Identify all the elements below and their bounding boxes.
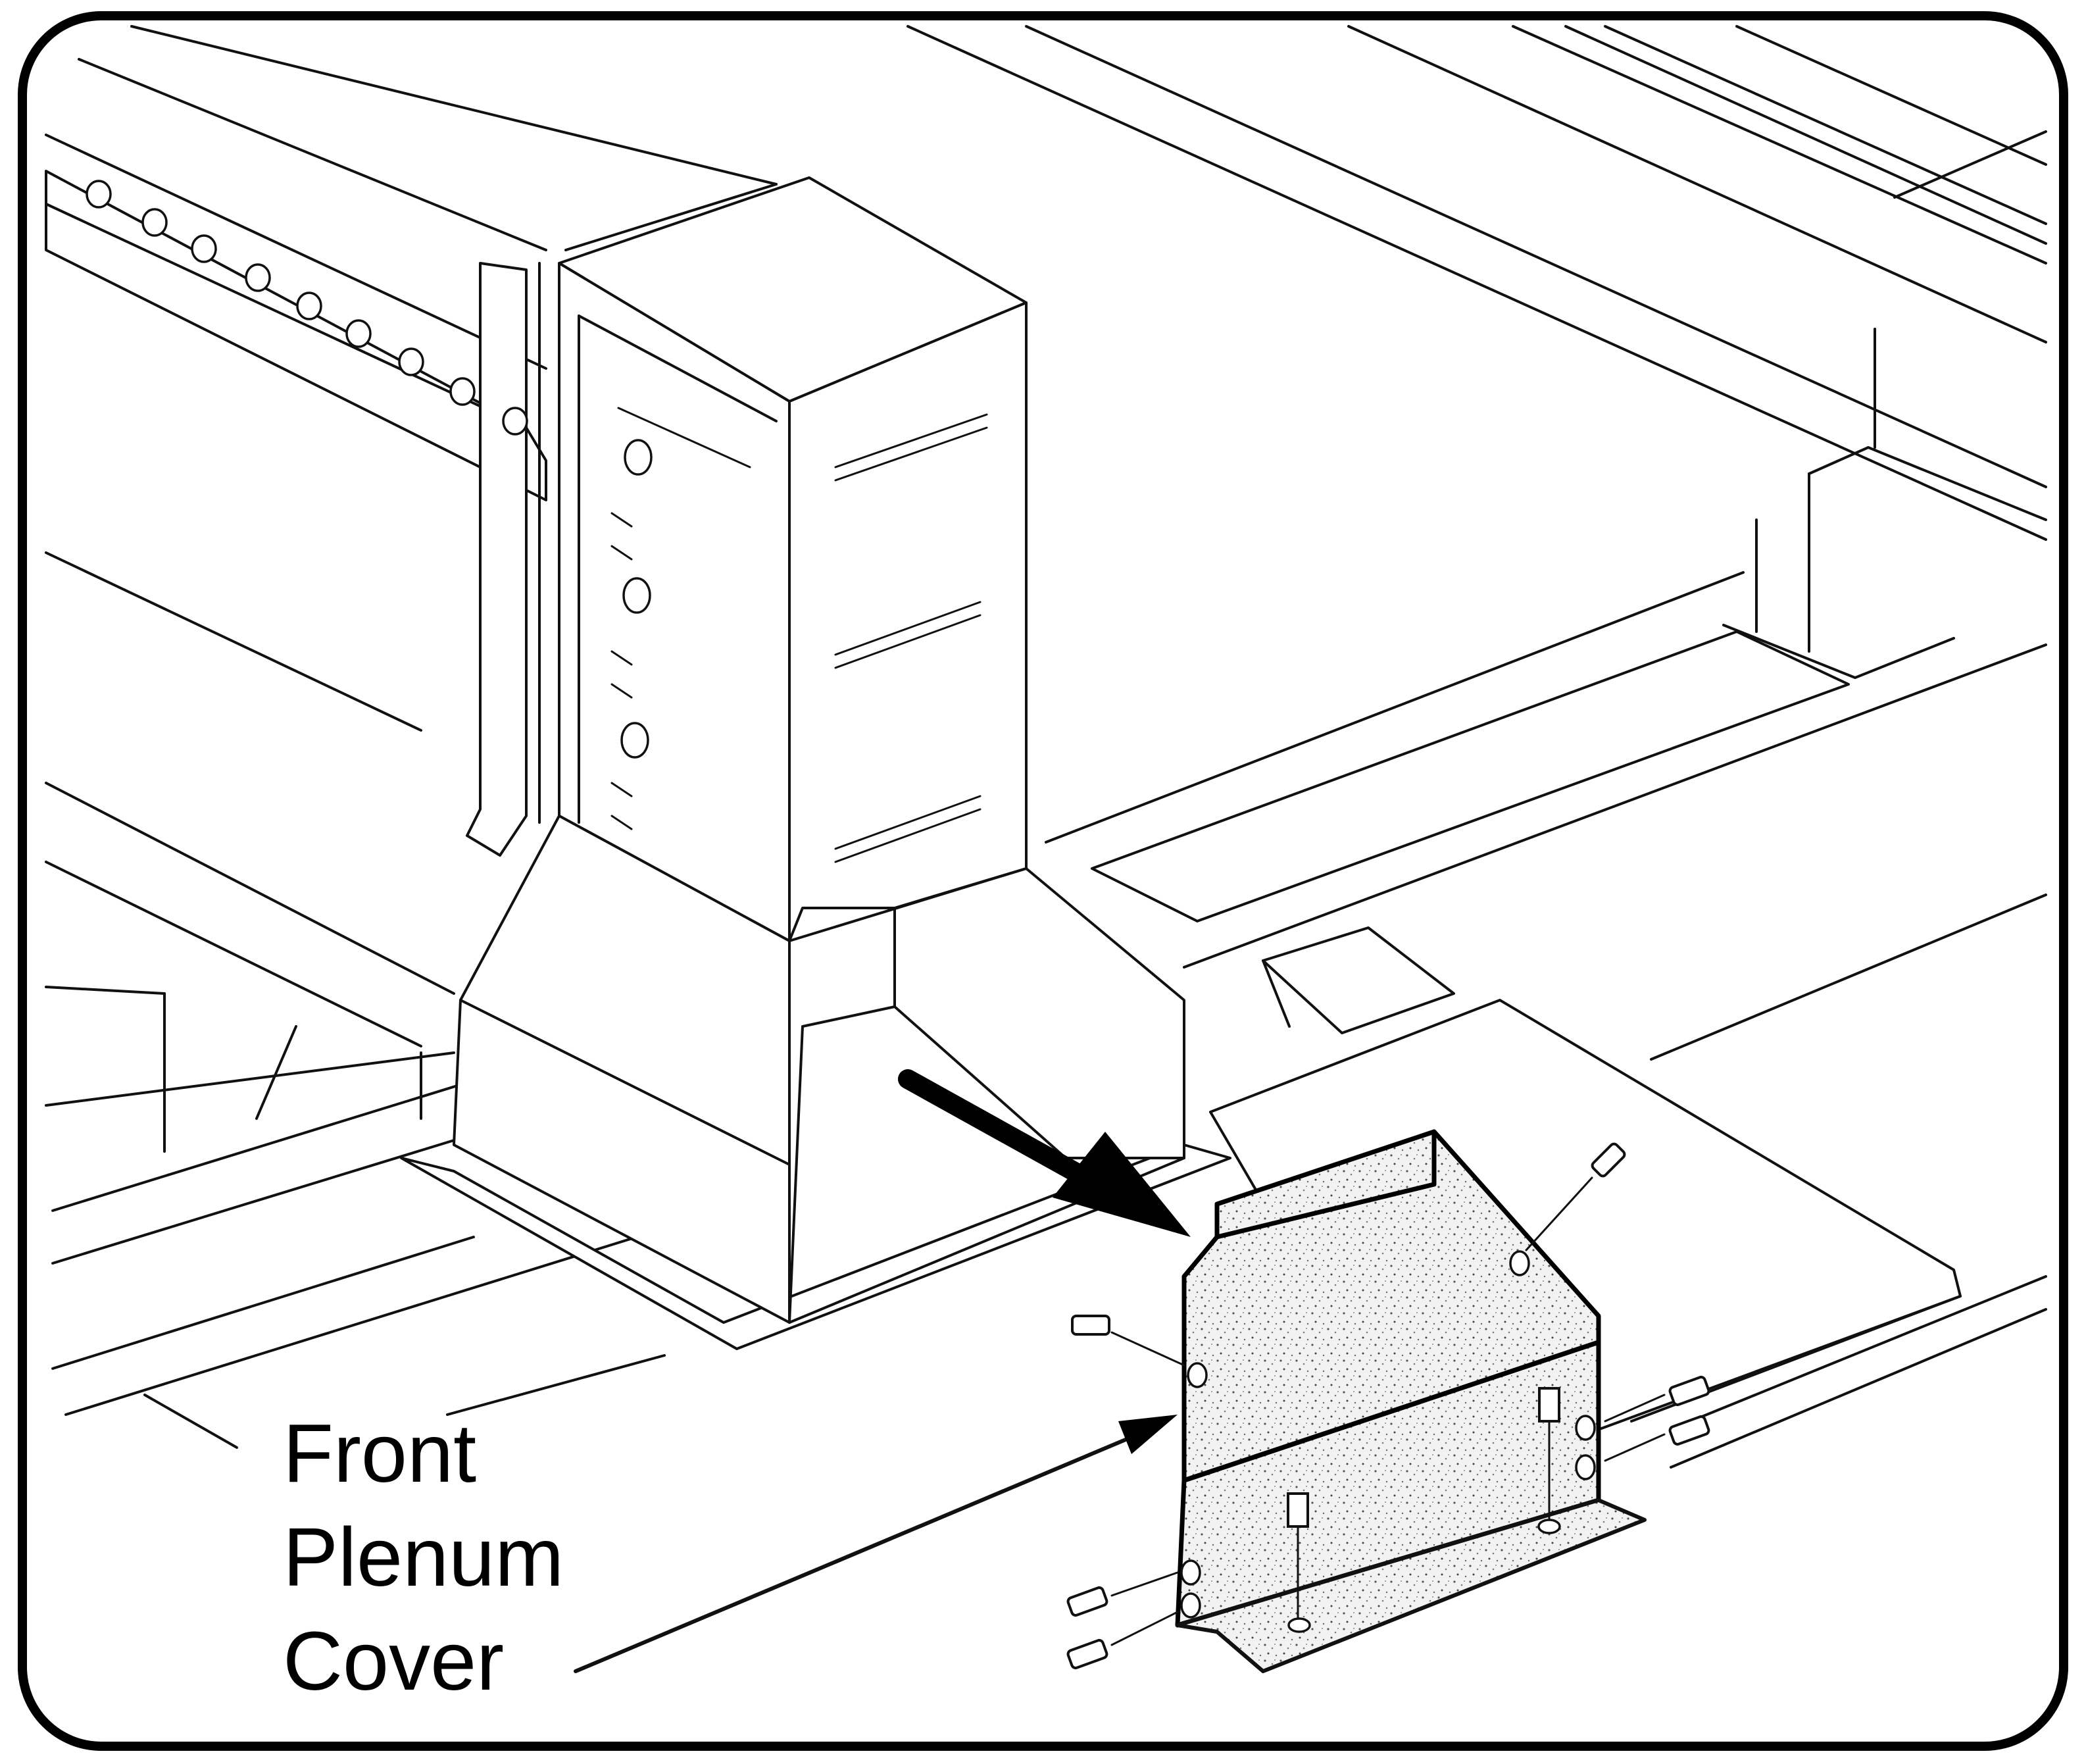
cover-hole	[1509, 1250, 1530, 1276]
callout-line: Plenum	[283, 1511, 564, 1603]
screw-icon	[1604, 1415, 1710, 1462]
callout-label: Front Plenum Cover	[283, 1401, 564, 1713]
rail-hole	[502, 407, 528, 436]
cover-hole	[1575, 1454, 1596, 1480]
screw-icon	[1538, 1387, 1560, 1521]
screw-icon	[1066, 1571, 1179, 1617]
column-hole	[624, 439, 653, 476]
rail-hole	[86, 180, 112, 209]
front-plenum-cover	[1175, 1129, 1647, 1673]
leader-arrow-icon	[574, 1415, 1178, 1673]
screw-icon	[1604, 1375, 1710, 1423]
floor-rails	[906, 25, 2047, 1469]
arrow-right-down-icon	[898, 1069, 1191, 1237]
rail-hole	[449, 377, 476, 406]
cover-hole	[1537, 1519, 1561, 1534]
column-unit	[558, 176, 1028, 942]
rail-hole	[141, 208, 168, 237]
left-frame	[45, 25, 778, 1449]
callout-line: Front	[283, 1407, 477, 1499]
rail-hole	[245, 263, 271, 292]
rail-hole	[191, 234, 217, 263]
cover-hole	[1287, 1617, 1311, 1633]
vent-slots	[834, 413, 988, 863]
loose-screws	[1066, 1142, 1710, 1670]
cover-hole	[1180, 1559, 1201, 1586]
screw-icon	[1287, 1492, 1309, 1620]
column-hole	[622, 577, 651, 614]
rail-hole	[296, 291, 322, 320]
screw-icon	[1066, 1611, 1179, 1670]
cover-hole	[1180, 1592, 1201, 1619]
screw-icon	[1525, 1142, 1626, 1251]
cover-hole	[1575, 1415, 1596, 1441]
rail-hole	[345, 319, 372, 348]
column-hole	[620, 722, 649, 759]
frame-border	[18, 11, 2068, 1751]
screw-icon	[1071, 1315, 1185, 1367]
cover-hole	[1187, 1362, 1208, 1388]
callout-line: Cover	[283, 1615, 505, 1707]
plenum-base	[400, 815, 1231, 1350]
rail-hole	[398, 347, 424, 376]
